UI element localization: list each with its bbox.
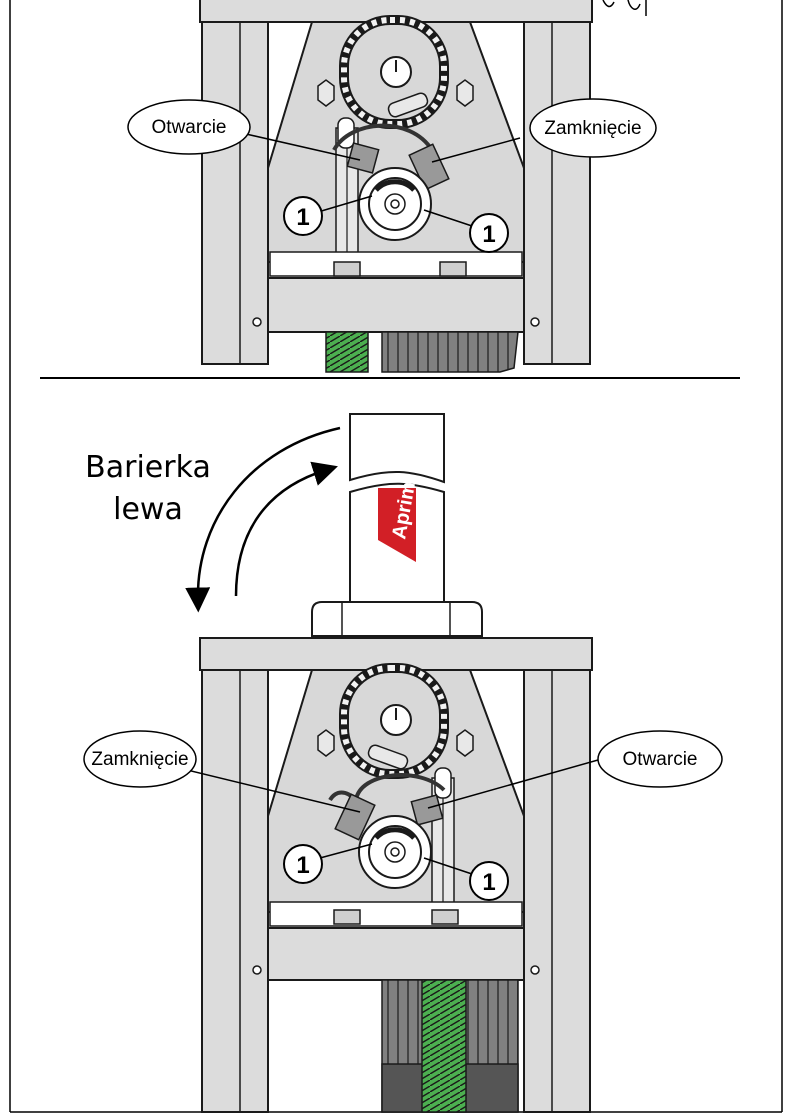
left-column [201, 21, 269, 365]
hex-nut-icon [317, 79, 335, 107]
badge-1-right-text: 1 [482, 221, 495, 248]
barrier-title-line2: lewa [113, 492, 183, 527]
brand-flag [378, 488, 416, 562]
spring-icon [421, 979, 467, 1113]
top-panel: Otwarcie Zamknięcie 1 1 [127, 0, 657, 373]
barrier-arm-lower [349, 482, 445, 637]
spring-icon [325, 331, 369, 373]
callout-close-bubble [83, 730, 197, 788]
limit-switch-close [334, 793, 376, 841]
cable [332, 123, 434, 152]
curved-arrow-icon [234, 461, 338, 597]
callout-open-label: Otwarcie [152, 117, 227, 138]
badge-1-left-text: 1 [296, 852, 309, 879]
callout-open-label: Otwarcie [623, 749, 698, 770]
callout-close-bubble [529, 98, 657, 158]
badge-1-right [469, 861, 509, 901]
left-column [201, 669, 269, 1113]
limit-switch-open [346, 142, 380, 174]
barrier-arm-upper [349, 413, 445, 484]
link-plate [367, 744, 409, 770]
bottom-panel: Barierka lewa Aprim [83, 413, 723, 1113]
limit-switch-close [408, 143, 450, 191]
lower-beam [267, 927, 525, 981]
hex-nut-icon [456, 729, 474, 757]
callout-close-label: Zamknięcie [544, 118, 641, 139]
mount-plate [267, 21, 525, 263]
arm-sketch-lines [602, 0, 647, 16]
lower-beam [267, 277, 525, 333]
badge-1-left [283, 844, 323, 884]
barrier-title-line1: Barierka [85, 450, 211, 485]
badge-1-right [469, 213, 509, 253]
callout-close-label: Zamknięcie [91, 749, 188, 770]
limit-switch-open [410, 794, 444, 826]
hex-nut-icon [317, 729, 335, 757]
badge-1-right-text: 1 [482, 869, 495, 896]
badge-1-left-text: 1 [296, 204, 309, 231]
callout-open-bubble [597, 730, 723, 788]
badge-1-left [283, 196, 323, 236]
curved-arrow-icon [185, 426, 341, 613]
right-column [523, 669, 591, 1113]
cable [354, 773, 446, 801]
mount-plate [267, 669, 525, 913]
base-plate [269, 251, 523, 277]
motor-block [381, 331, 519, 373]
arm-bracket [311, 601, 483, 637]
hex-nut-icon [456, 79, 474, 107]
right-column [523, 21, 591, 365]
callout-open-bubble [127, 99, 251, 155]
base-plate [269, 901, 523, 927]
link-plate [387, 92, 429, 118]
